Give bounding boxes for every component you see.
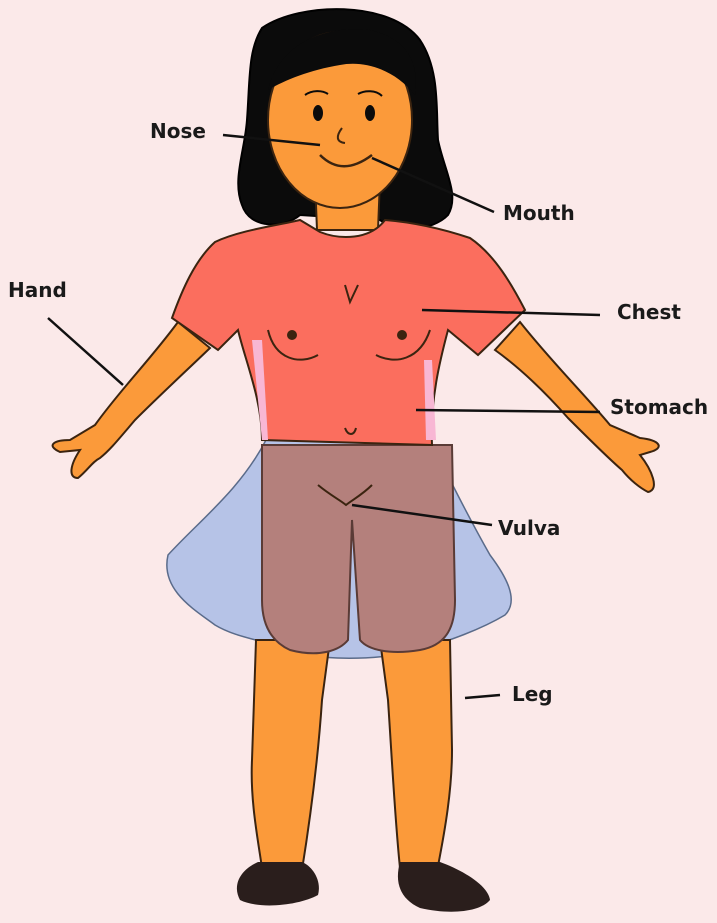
right-leg xyxy=(380,640,452,868)
leader-hand xyxy=(48,318,123,385)
label-chest: Chest xyxy=(617,302,681,322)
label-leg: Leg xyxy=(512,684,553,704)
left-nipple xyxy=(287,330,297,340)
label-vulva: Vulva xyxy=(498,518,560,538)
label-nose: Nose xyxy=(150,121,206,141)
left-leg xyxy=(252,640,330,870)
left-arm xyxy=(53,322,210,478)
leader-leg xyxy=(465,695,500,698)
left-shoe xyxy=(237,862,319,905)
left-eye xyxy=(313,105,323,121)
label-hand: Hand xyxy=(8,280,67,300)
right-nipple xyxy=(397,330,407,340)
shorts xyxy=(262,445,455,653)
label-mouth: Mouth xyxy=(503,203,575,223)
right-eye xyxy=(365,105,375,121)
label-stomach: Stomach xyxy=(610,397,708,417)
right-shoe xyxy=(398,862,490,912)
